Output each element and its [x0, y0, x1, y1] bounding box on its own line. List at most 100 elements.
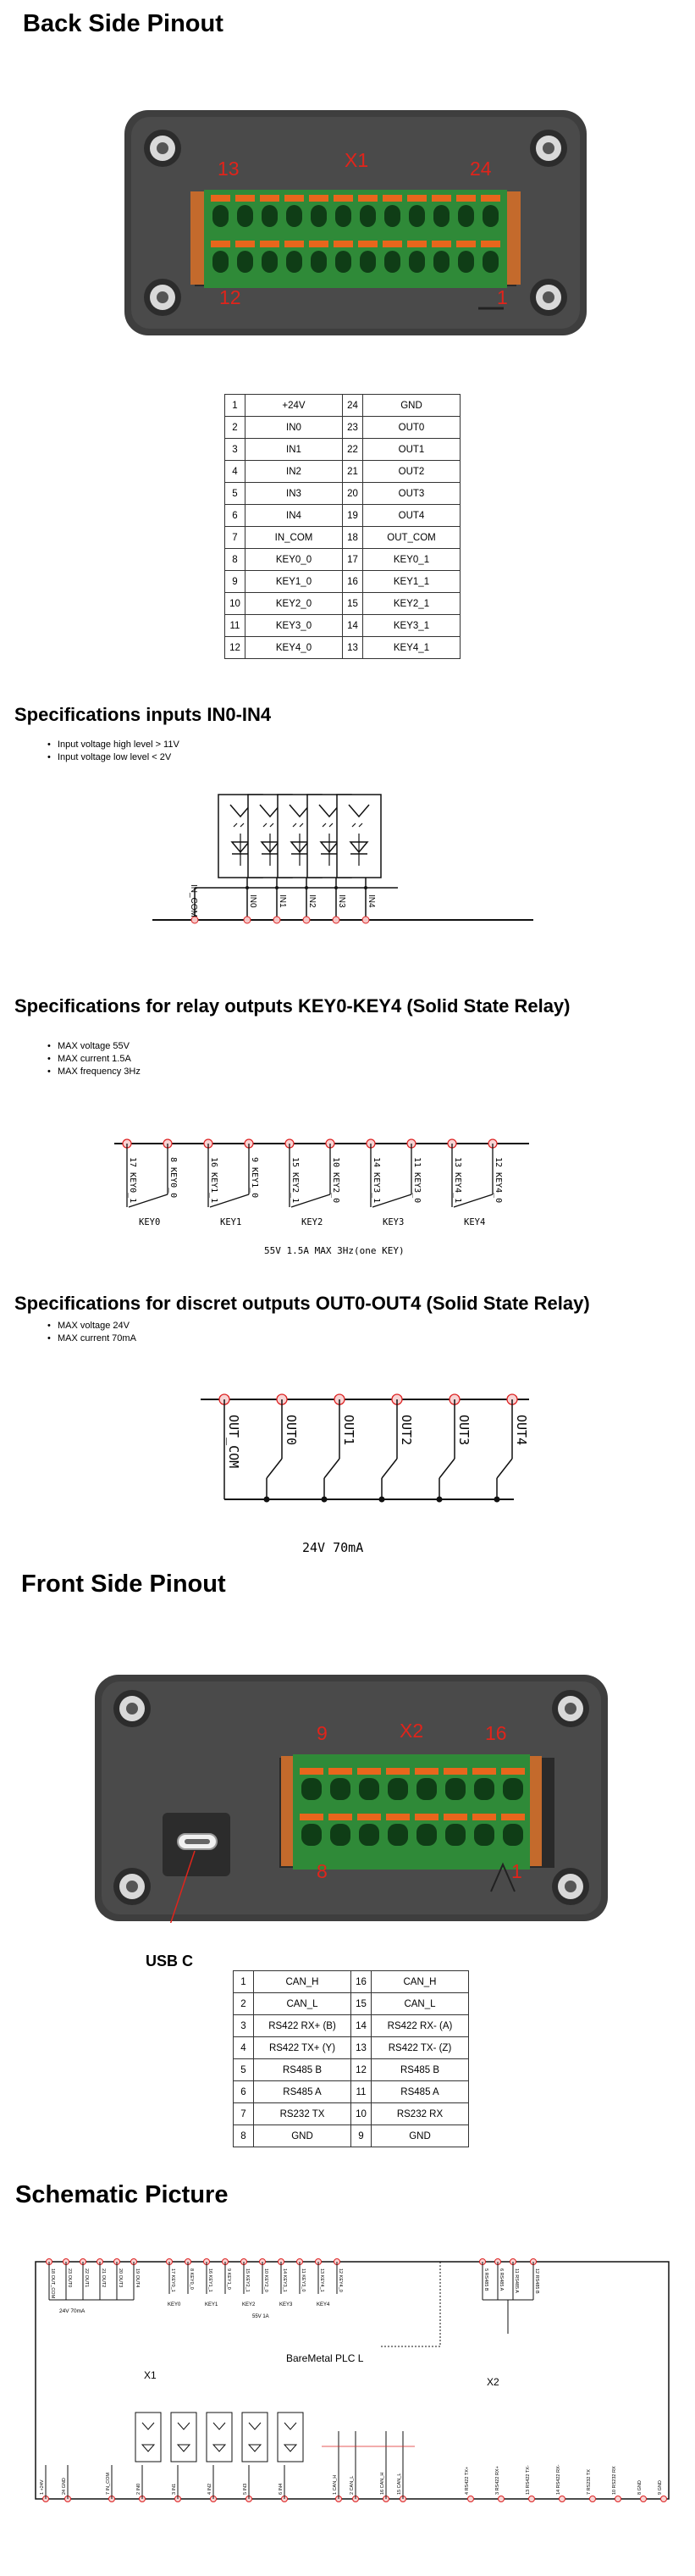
spec-item: Input voltage high level > 11V: [37, 739, 179, 751]
terminal-hole: [474, 1778, 494, 1800]
terminal-lever: [211, 195, 230, 202]
pin-number: 1: [233, 1970, 254, 1993]
terminal-lever: [432, 195, 451, 202]
optocoupler-icon: [135, 2412, 162, 2462]
terminal-hole: [458, 251, 474, 273]
terminal-lever: [260, 241, 279, 247]
pin-number: 14: [342, 614, 363, 637]
pin-number: 5: [224, 482, 245, 505]
pin-number: 2: [224, 416, 245, 439]
schematic-pin-label: 24 GND: [62, 2478, 67, 2495]
screw-icon: [113, 1690, 151, 1727]
pin-number: 21: [342, 460, 363, 483]
pin-number: 17: [342, 548, 363, 571]
spec-item: MAX voltage 24V: [37, 1320, 136, 1332]
terminal-lever: [300, 1814, 323, 1820]
schematic-pin-label: 19 OUT4: [135, 2269, 140, 2287]
pin-number: 4: [233, 2036, 254, 2059]
pin-number: 5: [233, 2058, 254, 2081]
schematic-heading: Schematic Picture: [15, 2181, 229, 2208]
schematic-pin-label: 3 IN1: [172, 2484, 177, 2495]
terminal-lever: [383, 241, 402, 247]
terminal-hole: [409, 251, 425, 273]
discrete-spec-heading: Specifications for discret outputs OUT0-…: [14, 1293, 590, 1314]
pin-number: 13: [350, 2036, 372, 2059]
pin-number: 2: [233, 1992, 254, 2015]
pin-signal: RS422 TX+ (Y): [253, 2036, 351, 2059]
pin-signal: KEY1_0: [245, 570, 343, 593]
schematic-pin-label: 9 GND: [658, 2480, 663, 2495]
terminal-hole: [503, 1778, 523, 1800]
pin-signal: RS485 B: [253, 2058, 351, 2081]
terminal-hole: [330, 1778, 350, 1800]
screw-icon: [144, 130, 181, 167]
terminal-lever: [358, 195, 378, 202]
terminal-lever: [328, 1814, 352, 1820]
terminal-lever: [328, 1768, 352, 1775]
terminal-hole: [474, 1824, 494, 1846]
terminal-dot: [640, 2496, 647, 2502]
pin-number: 6: [224, 504, 245, 527]
back-pinout-heading: Back Side Pinout: [23, 10, 223, 37]
terminal-lever: [300, 1768, 323, 1775]
schematic-board-name: BareMetal PLC L: [286, 2352, 364, 2364]
pin-number: 18: [342, 526, 363, 549]
terminal-lever: [501, 1814, 525, 1820]
schematic-pin-label: 16 KEY1_1: [207, 2269, 212, 2292]
pin-number: 11: [350, 2080, 372, 2103]
schematic-pin-label: 23 OUT0: [67, 2269, 72, 2287]
pin-number: 9: [224, 570, 245, 593]
pin-signal: OUT0: [362, 416, 461, 439]
terminal-dot: [589, 2496, 596, 2502]
terminal-lever: [386, 1814, 410, 1820]
terminal-hole: [262, 205, 278, 227]
terminal-hole: [458, 205, 474, 227]
pin-number: 12: [350, 2058, 372, 2081]
back-device-image: [124, 110, 587, 335]
pin-signal: RS485 B: [371, 2058, 469, 2081]
screw-icon: [113, 1868, 151, 1905]
terminal-hole: [483, 251, 499, 273]
schematic-pin-label: 2 CAN_L: [350, 2476, 355, 2495]
schematic-pin-label: 4 IN2: [207, 2484, 212, 2495]
spec-item: MAX frequency 3Hz: [37, 1066, 141, 1078]
terminal-hole: [503, 1824, 523, 1846]
terminal-hole: [237, 251, 253, 273]
discrete-output-label: OUT_COM: [226, 1415, 241, 1468]
terminal-lever: [358, 241, 378, 247]
pin-signal: IN0: [245, 416, 343, 439]
front-device-image: [95, 1675, 608, 1923]
terminal-hole: [433, 205, 450, 227]
inputs-spec-list: Input voltage high level > 11V Input vol…: [37, 739, 179, 764]
terminal-lever: [481, 195, 500, 202]
schematic-pin-label: 1 CAN_H: [333, 2475, 338, 2495]
schematic-key-group: KEY1: [205, 2302, 218, 2307]
terminal-lever: [415, 1814, 439, 1820]
schematic-caption: 55V 1A: [252, 2314, 269, 2319]
schematic-pin-label: 2 IN0: [136, 2484, 141, 2495]
pin-signal: IN1: [245, 438, 343, 461]
terminal-hole: [359, 1824, 379, 1846]
pin-number: 19: [342, 504, 363, 527]
pin-signal: CAN_H: [371, 1970, 469, 1993]
schematic-pin-label: 18 OUT_COM: [50, 2269, 55, 2299]
terminal-hole: [212, 205, 229, 227]
schematic-pin-label: 11 KEY3_0: [301, 2269, 306, 2291]
schematic-frame: [35, 2261, 670, 2500]
terminal-hole: [286, 251, 302, 273]
schematic-pin-label: 20 OUT3: [118, 2269, 123, 2287]
terminal-lever: [472, 1768, 496, 1775]
spec-item: MAX current 70mA: [37, 1332, 136, 1345]
screw-icon: [552, 1690, 589, 1727]
relay-spec-heading: Specifications for relay outputs KEY0-KE…: [14, 995, 571, 1017]
schematic-pin-label: 15 KEY2_1: [245, 2269, 250, 2292]
